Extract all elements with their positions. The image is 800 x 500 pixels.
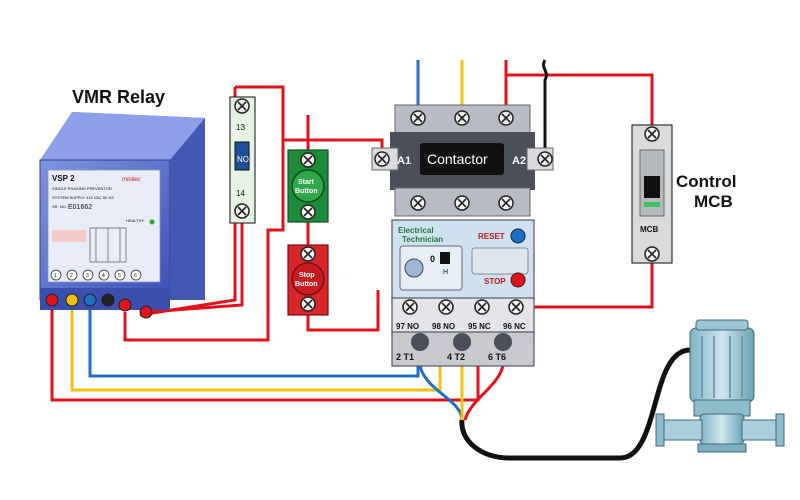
relay-terminal-5-screw bbox=[118, 298, 132, 312]
aux-terminal-97: 97 NO bbox=[396, 322, 419, 331]
relay-terminal-1: 1 bbox=[54, 273, 57, 279]
no-switch: 13 NO 14 bbox=[229, 96, 256, 224]
overload-window bbox=[471, 247, 529, 275]
overload-dial-sub: H bbox=[443, 269, 448, 276]
aux-terminal-95: 95 NC bbox=[468, 322, 491, 331]
mcb-title-line1: Control bbox=[676, 172, 736, 191]
relay-brand: minilec bbox=[122, 177, 141, 183]
relay-subtitle: SINGLE PHASING PREVENTOR bbox=[52, 186, 112, 191]
start-button-line1: Start bbox=[298, 179, 315, 186]
relay-model: VSP 2 bbox=[52, 174, 75, 183]
stop-button[interactable]: Stop Button bbox=[287, 244, 329, 316]
start-button[interactable]: Start Button bbox=[287, 149, 329, 223]
overload-reset-button[interactable] bbox=[510, 228, 526, 244]
relay-terminal-5: 5 bbox=[118, 273, 121, 279]
overload-brand-line1: Electrical bbox=[398, 226, 434, 235]
contactor-a2-label: A2 bbox=[512, 155, 526, 167]
relay-serial-label: SR. NO. bbox=[52, 204, 67, 209]
relay-terminal-6-screw bbox=[139, 305, 153, 319]
vmr-relay-title: VMR Relay bbox=[72, 87, 165, 107]
relay-terminal-4: 4 bbox=[102, 273, 105, 279]
mcb-toggle[interactable] bbox=[644, 176, 660, 198]
overload-brand-line2: Technician bbox=[402, 235, 443, 244]
relay-terminal-red bbox=[45, 293, 59, 307]
healthy-led bbox=[149, 219, 155, 225]
relay-terminal-3: 3 bbox=[86, 273, 89, 279]
main-terminal-t3: 6 T6 bbox=[488, 352, 506, 362]
control-mcb: Control MCB MCB bbox=[631, 124, 736, 264]
mcb-title-line2: MCB bbox=[694, 192, 733, 211]
aux-terminal-98: 98 NO bbox=[432, 322, 455, 331]
overload-reset-label: RESET bbox=[478, 232, 505, 241]
overload-stop-label: STOP bbox=[484, 277, 506, 286]
relay-serial: E01662 bbox=[68, 204, 92, 211]
relay-terminal-yellow bbox=[65, 293, 79, 307]
contactor-label-plate bbox=[420, 143, 504, 175]
overload-stop-button[interactable] bbox=[510, 272, 526, 288]
mcb-label: MCB bbox=[640, 225, 658, 234]
relay-terminal-blue bbox=[83, 293, 97, 307]
start-button-line2: Button bbox=[295, 188, 318, 195]
contactor-a1-label: A1 bbox=[397, 155, 411, 167]
relay-terminal-4-screw bbox=[101, 293, 115, 307]
motor-pump-icon bbox=[655, 319, 785, 453]
relay-warning-strip bbox=[52, 230, 86, 242]
mcb-status-indicator bbox=[644, 202, 660, 207]
main-terminal-t2: 4 T2 bbox=[447, 352, 465, 362]
relay-terminal-labels: 1 2 3 4 5 6 bbox=[50, 269, 142, 281]
switch-terminal-14: 14 bbox=[236, 189, 245, 198]
contactor-label: Contactor bbox=[427, 151, 488, 167]
overload-relay: Electrical Technician RESET 0 H STOP 97 … bbox=[391, 219, 535, 367]
settings-dial-icon[interactable] bbox=[404, 258, 424, 278]
contactor: A1 A2 Contactor bbox=[371, 104, 554, 217]
switch-terminal-13: 13 bbox=[236, 123, 245, 132]
stop-button-line2: Button bbox=[295, 281, 318, 288]
relay-terminal-6: 6 bbox=[134, 273, 137, 279]
switch-label-no: NO bbox=[237, 155, 249, 164]
stop-button-line1: Stop bbox=[299, 272, 315, 279]
overload-dial-value: 0 bbox=[430, 254, 435, 264]
relay-healthy-label: HEALTHY bbox=[126, 218, 144, 223]
relay-supply: SYSTEM SUPPLY 415 VAC 50 HZ bbox=[52, 195, 114, 200]
main-terminal-t1: 2 T1 bbox=[396, 352, 414, 362]
overload-mode-switch[interactable] bbox=[440, 252, 450, 264]
vmr-relay: VSP 2 SINGLE PHASING PREVENTOR minilec S… bbox=[39, 87, 205, 319]
relay-terminal-2: 2 bbox=[70, 273, 73, 279]
aux-terminal-96: 96 NC bbox=[503, 322, 526, 331]
